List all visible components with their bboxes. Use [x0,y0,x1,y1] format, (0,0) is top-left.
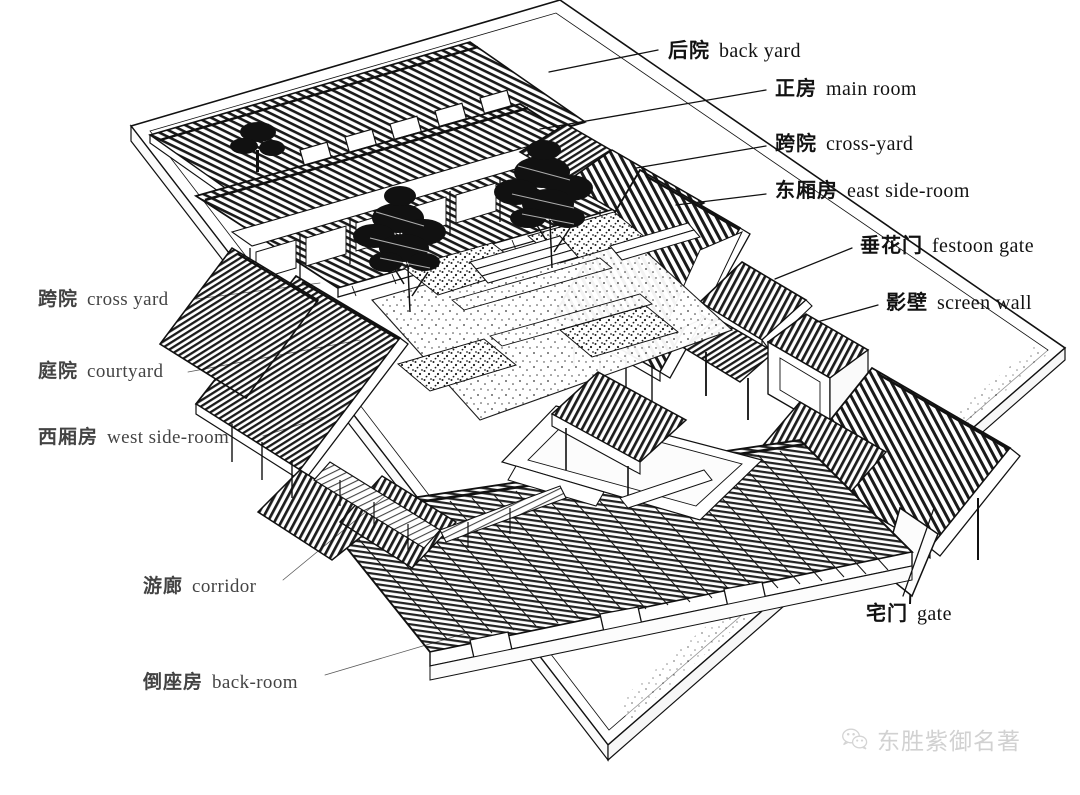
label-cross-yard-r: 跨院 cross-yard [775,133,913,154]
leader-west-side-room [262,414,331,437]
label-back-yard-en: back yard [719,40,801,62]
label-main-room: 正房 main room [775,78,917,99]
rear-tree [230,122,285,172]
label-festoon-gate: 垂花门 festoon gate [860,235,1034,256]
label-back-room-cn: 倒座房 [143,671,204,693]
label-cross-yard-r-cn: 跨院 [775,131,817,155]
label-courtyard-en: courtyard [87,361,164,382]
label-leader-lines [187,49,935,676]
leader-back-room [324,631,471,676]
label-east-side-room: 东厢房 east side-room [775,180,970,201]
watermark-text: 东胜紫御名著 [877,729,1021,755]
label-courtyard: 庭院 courtyard [38,360,164,382]
label-screen-wall-cn: 影壁 [886,290,928,314]
label-back-yard-cn: 后院 [668,38,710,62]
label-cross-yard-l-en: cross yard [87,289,169,310]
wechat-icon [842,728,868,750]
label-corridor: 游廊 corridor [143,575,257,597]
leader-back-yard [548,49,659,73]
label-gate-en: gate [917,603,952,625]
label-west-side-room-en: west side-room [107,427,230,448]
illustration-root [129,0,1067,762]
label-festoon-gate-cn: 垂花门 [860,233,923,257]
label-courtyard-cn: 庭院 [38,360,79,382]
label-cross-yard-l-cn: 跨院 [38,288,79,310]
label-back-room: 倒座房 back-room [143,671,298,693]
leader-corridor [282,495,386,581]
label-screen-wall: 影壁 screen wall [886,292,1032,313]
leader-cross-yard-l [195,282,321,300]
label-corridor-en: corridor [192,576,257,597]
label-main-room-en: main room [826,78,917,100]
main-courtyard [371,211,734,421]
label-east-side-room-en: east side-room [847,180,970,202]
leader-cross-yard-r [635,145,767,169]
label-back-room-en: back-room [212,672,298,693]
label-gate: 宅门 gate [866,603,952,624]
courtyard-tree-left [353,186,446,313]
label-festoon-gate-en: festoon gate [932,235,1034,257]
leader-gate [902,507,935,597]
label-east-side-room-cn: 东厢房 [775,178,838,202]
label-west-side-room-cn: 西厢房 [38,426,99,448]
label-main-room-cn: 正房 [775,76,817,100]
leader-east-side-room [675,193,767,206]
label-back-yard: 后院 back yard [668,40,801,61]
corridor [313,461,567,550]
label-cross-yard-r-en: cross-yard [826,133,914,155]
watermark: 东胜紫御名著 [841,722,1021,756]
leader-courtyard [187,339,361,373]
courtyard-tree-right [494,140,593,269]
west-cross-yard [158,246,320,400]
label-corridor-cn: 游廊 [143,575,184,597]
leader-main-room [539,89,767,130]
label-cross-yard-l: 跨院 cross yard [38,288,169,310]
label-west-side-room: 西厢房 west side-room [38,426,230,448]
label-screen-wall-en: screen wall [937,292,1032,314]
front-courtyard [500,371,764,521]
leader-festoon-gate [774,247,853,280]
label-gate-cn: 宅门 [866,601,908,625]
leader-screen-wall [816,304,879,323]
